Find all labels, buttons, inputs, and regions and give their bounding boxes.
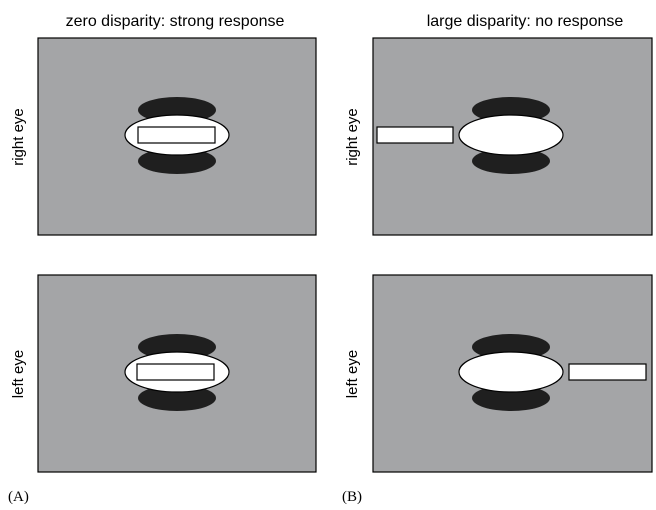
inhibitory-lobe-bottom (138, 148, 216, 174)
eye-label-left-a: left eye (10, 350, 27, 398)
panel-a-right-eye (37, 37, 317, 236)
stimulus-bar (568, 363, 647, 381)
panel-label-a: (A) (8, 489, 29, 505)
panel-b-left-eye (372, 274, 653, 473)
eye-label-left-b: left eye (344, 350, 361, 398)
stimulus-bar (137, 126, 216, 144)
inhibitory-lobe-bottom (138, 385, 216, 411)
eye-label-right-b: right eye (344, 108, 361, 166)
stimulus-bar (376, 126, 454, 144)
eye-label-right-a: right eye (10, 108, 27, 166)
inhibitory-lobe-bottom (472, 385, 550, 411)
excitatory-center (458, 351, 564, 393)
stimulus-bar (136, 363, 215, 381)
panel-b-right-eye (372, 37, 653, 236)
title-large-disparity: large disparity: no response (427, 13, 624, 30)
inhibitory-lobe-bottom (472, 148, 550, 174)
panel-a-left-eye (37, 274, 317, 473)
title-zero-disparity: zero disparity: strong response (66, 13, 285, 30)
panel-label-b: (B) (342, 489, 362, 505)
excitatory-center (458, 114, 564, 156)
